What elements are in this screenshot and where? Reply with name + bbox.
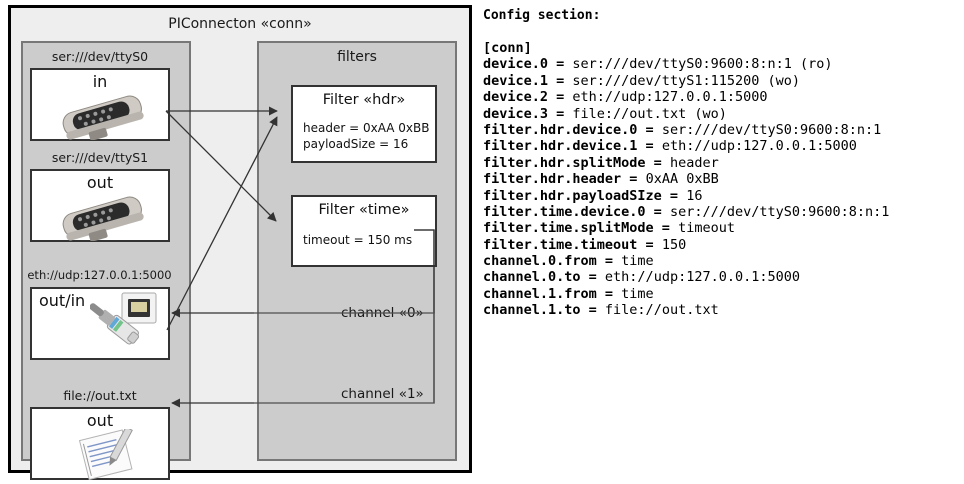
diagram-title: PIConnecton «conn» (168, 16, 312, 32)
filter-time-prop-timeout: timeout = 150 ms (303, 233, 413, 247)
config-key: filter.time.splitMode = (483, 220, 679, 237)
config-line: device.1 = ser:///dev/ttyS1:115200 (wo) (483, 73, 889, 89)
config-line: filter.hdr.device.1 = eth://udp:127.0.0.… (483, 138, 889, 154)
config-key: filter.hdr.header = (483, 171, 646, 188)
config-line: filter.time.timeout = 150 (483, 237, 889, 253)
config-line: channel.1.from = time (483, 286, 889, 302)
device-box-eth[interactable]: out/in (30, 287, 170, 360)
config-key: device.0 = (483, 56, 573, 73)
config-heading: Config section: (483, 8, 601, 23)
serial-port-icon (62, 95, 144, 140)
config-value: header (669, 154, 719, 171)
device-direction-ttys1: out (86, 173, 114, 192)
config-line: channel.0.from = time (483, 253, 889, 269)
filter-hdr-box[interactable]: Filter «hdr» header = 0xAA 0xBB payloadS… (291, 85, 437, 163)
config-key: filter.time.timeout = (483, 236, 662, 253)
filter-hdr-title: Filter «hdr» (322, 92, 406, 108)
device-direction-eth: out/in (39, 291, 86, 310)
config-line: device.2 = eth://udp:127.0.0.1:5000 (483, 89, 889, 105)
config-line: filter.hdr.payloadSIze = 16 (483, 188, 889, 204)
config-line: [conn] (483, 40, 889, 56)
config-line: filter.time.splitMode = timeout (483, 220, 889, 236)
config-line: filter.time.device.0 = ser:///dev/ttyS0:… (483, 204, 889, 220)
device-label-file: file://out.txt (63, 388, 137, 403)
channel-1-label: channel «1» (341, 386, 424, 402)
config-value: ser:///dev/ttyS1:115200 (wo) (572, 72, 800, 89)
config-line: device.3 = file://out.txt (wo) (483, 106, 889, 122)
config-value: 16 (686, 187, 703, 204)
filters-panel: filters Filter «hdr» header = 0xAA 0xBB … (257, 41, 457, 461)
device-direction-file: out (86, 411, 114, 430)
config-key: device.1 = (483, 72, 573, 89)
config-line: channel.1.to = file://out.txt (483, 302, 889, 318)
config-value: 150 (661, 236, 687, 253)
config-key: filter.hdr.device.0 = (483, 121, 662, 138)
config-value: time (621, 253, 654, 270)
config-value: eth://udp:127.0.0.1:5000 (604, 269, 800, 286)
device-box-ttys0[interactable]: in (30, 68, 170, 141)
config-lines: [conn]device.0 = ser:///dev/ttyS0:9600:8… (483, 40, 889, 319)
channel-0-label: channel «0» (341, 305, 424, 321)
device-label-ttys0: ser:///dev/ttyS0 (51, 49, 149, 64)
filter-time-title: Filter «time» (318, 202, 410, 218)
config-value: eth://udp:127.0.0.1:5000 (572, 89, 768, 106)
config-line: filter.hdr.header = 0xAA 0xBB (483, 171, 889, 187)
config-section: Config section: [conn]device.0 = ser:///… (483, 0, 961, 484)
config-line: channel.0.to = eth://udp:127.0.0.1:5000 (483, 269, 889, 285)
config-line: filter.hdr.device.0 = ser:///dev/ttyS0:9… (483, 122, 889, 138)
filter-hdr-prop-payloadsize: payloadSize = 16 (303, 137, 409, 151)
config-value: time (621, 285, 654, 302)
device-label-ttys1: ser:///dev/ttyS1 (51, 150, 149, 165)
config-value: timeout (678, 220, 735, 237)
config-key: channel.1.from = (483, 285, 622, 302)
config-key: [conn] (483, 40, 532, 56)
filter-time-box[interactable]: Filter «time» timeout = 150 ms (291, 195, 437, 267)
filter-hdr-prop-header: header = 0xAA 0xBB (303, 121, 430, 135)
config-line: filter.hdr.splitMode = header (483, 155, 889, 171)
config-key: channel.0.from = (483, 253, 622, 270)
config-key: filter.hdr.payloadSIze = (483, 187, 687, 204)
devices-panel: ser:///dev/ttyS0 in (21, 41, 191, 481)
config-key: filter.hdr.device.1 = (483, 138, 662, 155)
config-value: eth://udp:127.0.0.1:5000 (661, 138, 857, 155)
config-key: filter.time.device.0 = (483, 203, 670, 220)
ethernet-plug-icon (90, 292, 157, 345)
config-key: channel.1.to = (483, 302, 605, 319)
device-box-ttys1[interactable]: out (30, 169, 170, 242)
config-key: filter.hdr.splitMode = (483, 154, 670, 171)
config-value: file://out.txt (604, 302, 719, 319)
config-key: device.2 = (483, 89, 573, 106)
config-value: ser:///dev/ttyS0:9600:8:n:1 (ro) (572, 56, 833, 73)
connector-diagram: PIConnecton «conn» ser:///dev/ttyS0 in (8, 5, 472, 481)
serial-port-icon (62, 196, 144, 241)
config-value: 0xAA 0xBB (645, 171, 719, 188)
config-value: ser:///dev/ttyS0:9600:8:n:1 (669, 203, 890, 220)
config-key: channel.0.to = (483, 269, 605, 286)
device-box-file[interactable]: out (30, 407, 170, 481)
config-value: file://out.txt (wo) (572, 105, 727, 122)
text-file-icon (78, 429, 133, 481)
config-line: device.0 = ser:///dev/ttyS0:9600:8:n:1 (… (483, 56, 889, 72)
config-key: device.3 = (483, 105, 573, 122)
device-label-eth: eth://udp:127.0.0.1:5000 (27, 268, 172, 282)
filters-panel-title: filters (337, 49, 377, 65)
config-value: ser:///dev/ttyS0:9600:8:n:1 (661, 121, 882, 138)
device-direction-ttys0: in (92, 72, 108, 91)
